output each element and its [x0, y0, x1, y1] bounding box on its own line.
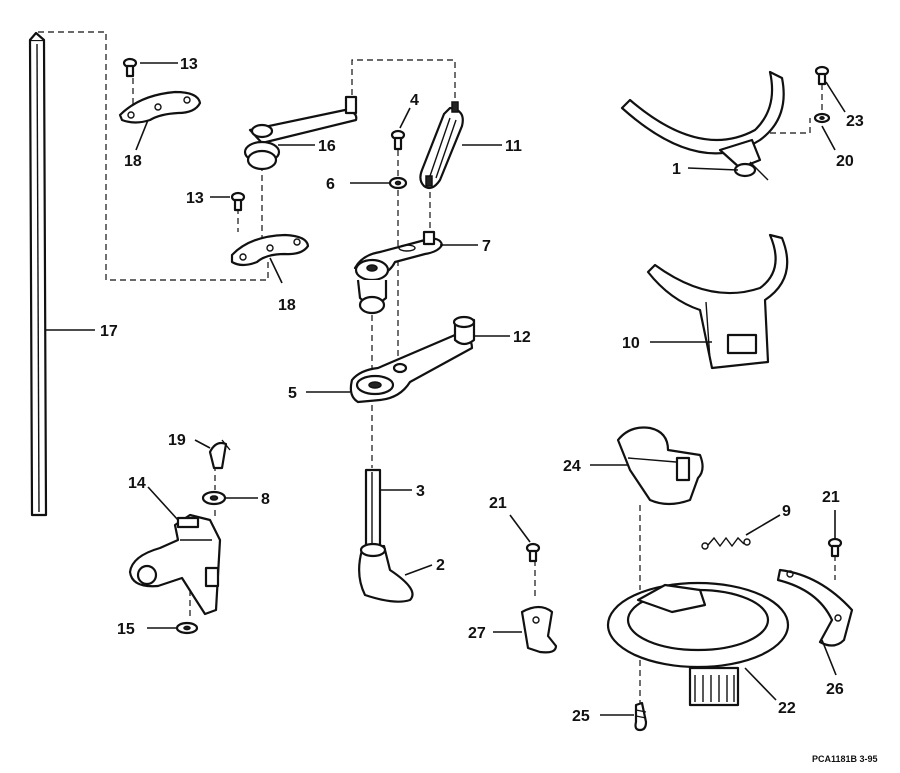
callout-17: 17	[100, 323, 118, 340]
callout-14: 14	[128, 475, 146, 492]
callout-27: 27	[468, 625, 486, 642]
callout-22: 22	[778, 700, 796, 717]
foot-part-2	[358, 542, 414, 603]
drawing-code: PCA1181B 3-95	[812, 754, 878, 764]
washer-part-15	[175, 621, 199, 635]
curved-plate-part-26	[776, 568, 854, 647]
screw-part-13-bottom	[230, 191, 246, 212]
rod-part-17	[28, 31, 48, 517]
callout-18-bottom: 18	[278, 297, 296, 314]
bracket-part-27	[520, 605, 558, 654]
callout-9: 9	[782, 503, 791, 520]
callout-19: 19	[168, 432, 186, 449]
bracket-part-10	[646, 233, 789, 370]
callout-24: 24	[563, 458, 581, 475]
callout-18-top: 18	[124, 153, 142, 170]
callout-13-top: 13	[180, 56, 198, 73]
bracket-part-18-top	[118, 90, 202, 124]
screw-part-4	[390, 129, 406, 151]
assembly-dashed-lines	[38, 31, 836, 705]
callout-13-bottom: 13	[186, 190, 204, 207]
spring-part-9	[701, 536, 751, 550]
shaft-part-3	[364, 468, 382, 548]
washer-part-6	[388, 176, 408, 190]
callout-12: 12	[513, 329, 531, 346]
crank-part-16	[243, 95, 358, 171]
lever-part-5-12	[349, 315, 476, 404]
callout-2: 2	[436, 557, 445, 574]
callout-6: 6	[326, 176, 335, 193]
callout-labels: 13 18 16 4 11 6 13 7 18 17 12 5 19 14 8 …	[100, 56, 864, 725]
ring-plate-part-22	[606, 581, 790, 707]
callout-16: 16	[318, 138, 336, 155]
screw-part-21-right	[827, 537, 843, 558]
cam-part-24	[616, 426, 704, 506]
link-part-11	[419, 101, 464, 190]
arm-part-7	[353, 230, 444, 315]
screw-part-23	[814, 65, 830, 86]
washer-part-20	[813, 112, 831, 124]
washer-part-8	[201, 490, 227, 506]
callout-7: 7	[482, 238, 491, 255]
screw-part-21-center	[525, 542, 541, 563]
callout-15: 15	[117, 621, 135, 638]
bracket-part-14	[128, 513, 222, 616]
pin-part-19	[208, 439, 231, 470]
callout-25: 25	[572, 708, 590, 725]
callout-4: 4	[410, 92, 419, 109]
callout-5: 5	[288, 385, 297, 402]
arc-plate-part-1	[620, 70, 785, 181]
callout-26: 26	[826, 681, 844, 698]
screw-part-25	[634, 701, 648, 732]
callout-10: 10	[622, 335, 640, 352]
leader-lines	[46, 62, 846, 716]
callout-23: 23	[846, 113, 864, 130]
callout-1: 1	[672, 161, 681, 178]
callout-3: 3	[416, 483, 425, 500]
callout-21-right: 21	[822, 489, 840, 506]
callout-21-center: 21	[489, 495, 507, 512]
callout-11: 11	[505, 138, 522, 155]
bracket-part-18-bottom	[230, 233, 310, 267]
callout-20: 20	[836, 153, 854, 170]
callout-8: 8	[261, 491, 270, 508]
screw-part-13-top	[122, 57, 138, 78]
